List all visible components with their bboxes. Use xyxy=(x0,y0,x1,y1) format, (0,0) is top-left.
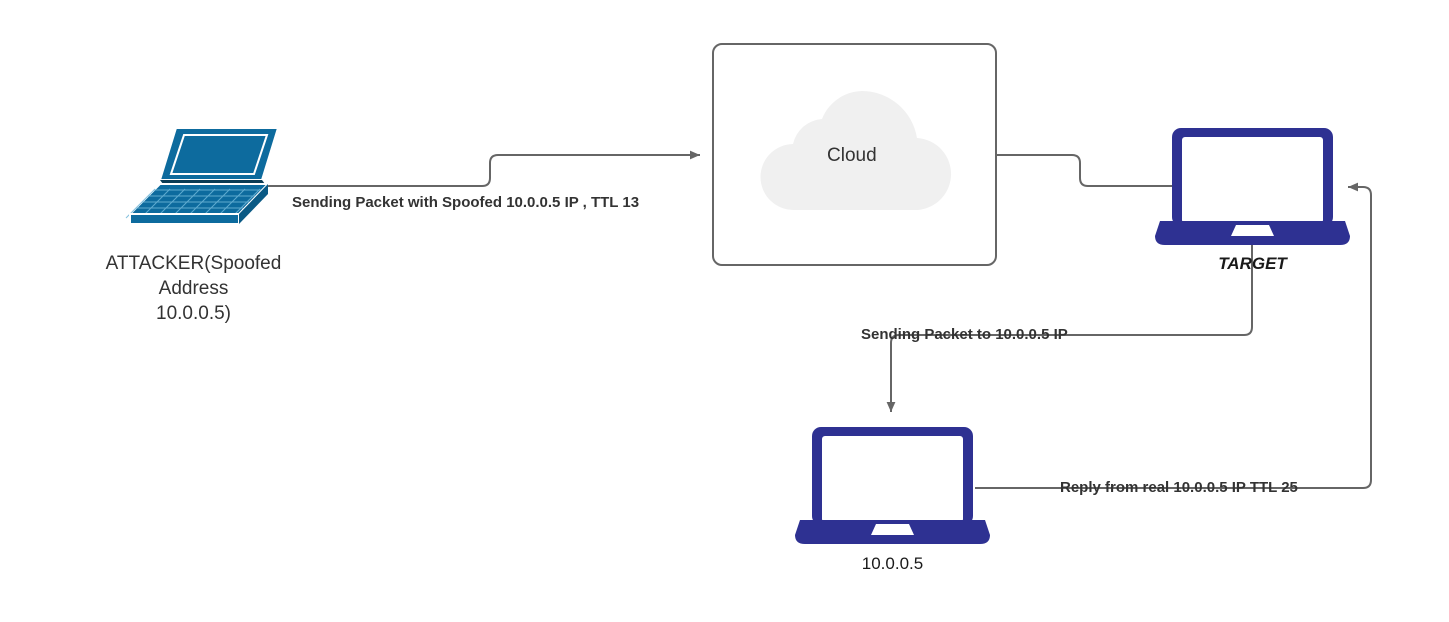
node-attacker[interactable] xyxy=(108,122,280,227)
victim-label: 10.0.0.5 xyxy=(861,554,924,573)
node-target[interactable] xyxy=(1155,126,1350,245)
target-label: TARGET xyxy=(1218,254,1287,273)
edge-label-target-to-victim: Sending Packet to 10.0.0.5 IP xyxy=(861,326,1068,343)
node-victim[interactable] xyxy=(795,425,990,544)
cloud-container[interactable]: Cloud xyxy=(712,43,997,266)
connector-cloud-to-target xyxy=(996,154,1172,187)
connector-attacker-to-cloud xyxy=(263,150,700,187)
laptop-icon xyxy=(1155,128,1350,245)
edge-label-victim-to-target: Reply from real 10.0.0.5 IP TTL 25 xyxy=(1060,479,1298,496)
edge-label-attacker-to-cloud: Sending Packet with Spoofed 10.0.0.5 IP … xyxy=(292,194,640,211)
cloud-label: Cloud xyxy=(827,145,877,166)
laptop-isometric-icon xyxy=(125,127,280,225)
laptop-icon xyxy=(795,427,990,544)
cloud-icon xyxy=(760,91,952,211)
attacker-caption: ATTACKER(Spoofed Address 10.0.0.5) xyxy=(105,253,282,324)
